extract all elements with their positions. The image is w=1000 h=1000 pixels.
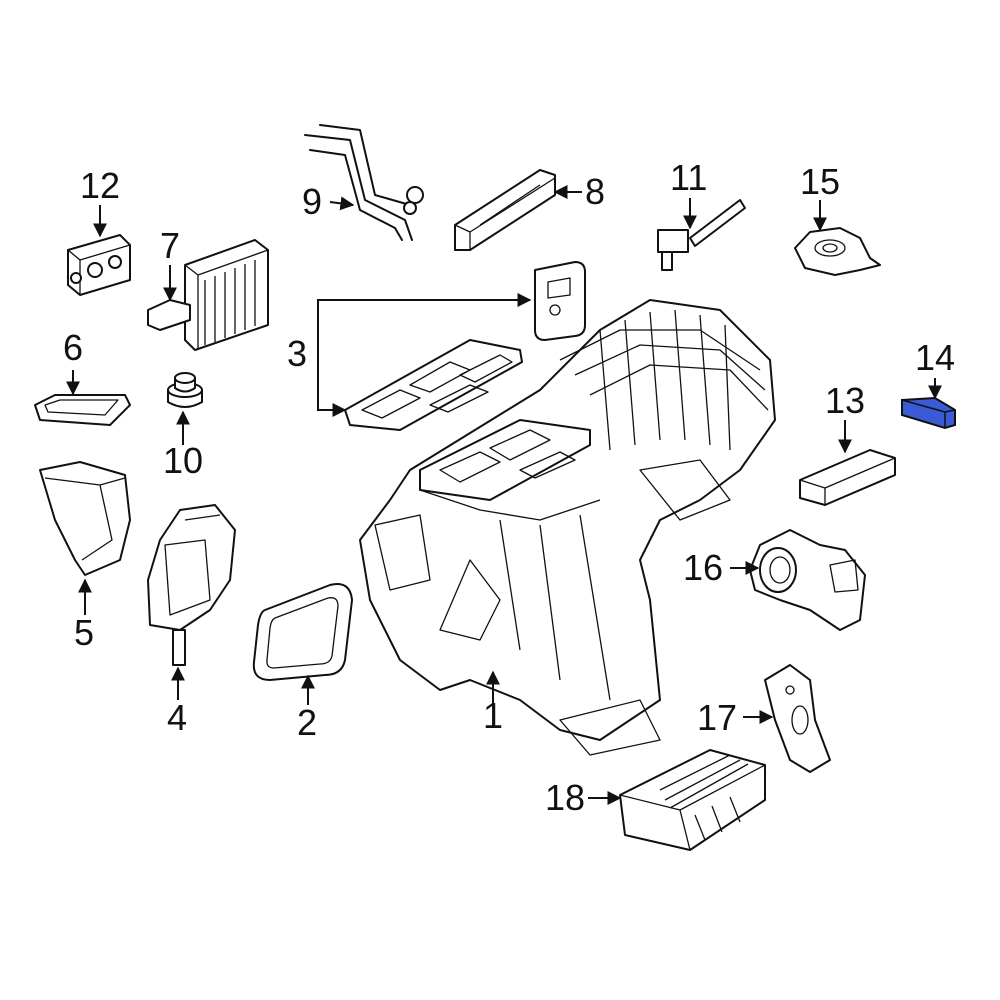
part-7-evaporator[interactable] [147,239,269,351]
callout-labels: 1 2 3 4 5 6 7 8 9 10 11 12 13 14 15 16 1… [63,157,955,818]
callout-11: 11 [670,157,707,198]
part-8-filter[interactable] [454,169,556,251]
callout-4: 4 [167,697,187,738]
part-18-heater-core[interactable] [619,749,766,851]
part-17-bracket[interactable] [764,664,831,773]
callout-3: 3 [287,333,307,374]
callout-18: 18 [545,777,585,818]
callout-9: 9 [302,181,322,222]
callout-15: 15 [800,161,840,202]
part-2-seal[interactable] [252,583,353,681]
part-5-duct[interactable] [39,461,131,576]
part-14-seal-strip[interactable] [901,396,956,430]
part-1-hvac-housing[interactable] [359,299,776,756]
callout-17: 17 [697,697,737,738]
part-13-filter-block[interactable] [799,449,896,506]
part-10-grommet[interactable] [167,372,203,408]
callout-5: 5 [74,612,94,653]
part-12-expansion-valve[interactable] [67,234,131,296]
part-3-gasket-lower[interactable] [419,419,591,501]
part-11-sensor[interactable] [657,199,746,271]
callout-1: 1 [483,695,503,736]
part-6-pad[interactable] [34,394,131,426]
callout-14: 14 [915,337,955,378]
callout-2: 2 [297,702,317,743]
callout-12: 12 [80,165,120,206]
part-9-tubes[interactable] [304,124,424,241]
callout-13: 13 [825,380,865,421]
callout-10: 10 [163,440,203,481]
part-16-blower-housing[interactable] [749,529,866,631]
part-15-blower-cap[interactable] [794,227,881,276]
part-3-gasket-upper[interactable] [344,261,586,431]
callout-7: 7 [160,225,180,266]
callout-arrows [66,185,942,805]
callout-8: 8 [585,171,605,212]
part-4-actuator[interactable] [147,504,236,666]
callout-16: 16 [683,547,723,588]
callout-6: 6 [63,327,83,368]
